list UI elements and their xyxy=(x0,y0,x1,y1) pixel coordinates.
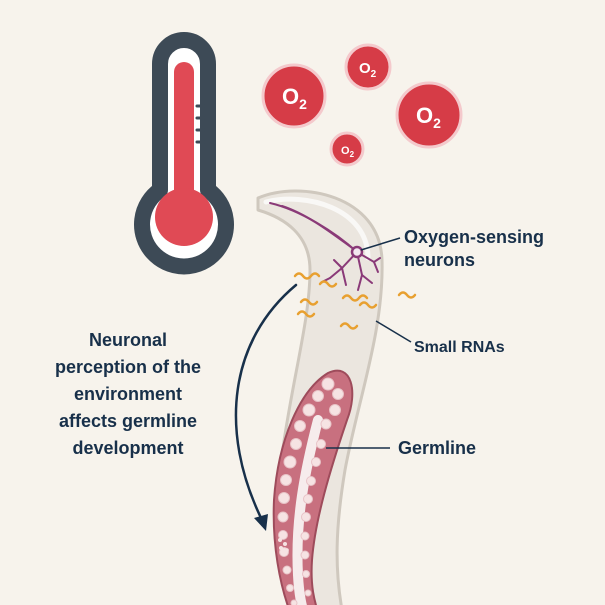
o2-bubble-text: O xyxy=(359,60,371,77)
small-rnas-label: Small RNAs xyxy=(414,339,505,356)
o2-bubble: O2 xyxy=(329,131,365,167)
o2-bubble-subscript: 2 xyxy=(299,96,307,112)
svg-text:O2: O2 xyxy=(416,103,441,131)
small-rna-squiggles xyxy=(293,272,417,330)
oxygen-sensing-leader xyxy=(360,237,401,251)
neuron-icon xyxy=(269,202,381,291)
thermometer-mercury xyxy=(174,62,194,202)
leader-lines xyxy=(326,237,412,449)
perception-arrow xyxy=(234,283,298,531)
thermometer-bulb xyxy=(155,188,213,246)
o2-bubble-text: O xyxy=(341,145,350,157)
svg-text:O2: O2 xyxy=(341,145,355,159)
thermometer-ticks xyxy=(195,104,206,144)
o2-bubble-subscript: 2 xyxy=(350,150,355,159)
thermometer-icon xyxy=(134,32,234,275)
o2-bubble: O2 xyxy=(344,43,392,91)
svg-text:O2: O2 xyxy=(282,84,307,112)
germline-label: Germline xyxy=(398,438,477,458)
svg-text:O2: O2 xyxy=(359,60,377,80)
o2-bubble: O2 xyxy=(395,81,463,149)
o2-bubble-text: O xyxy=(282,84,299,109)
o2-bubble-subscript: 2 xyxy=(433,115,441,131)
o2-bubble-subscript: 2 xyxy=(371,69,377,80)
germline-small-cells xyxy=(278,538,289,552)
o2-bubble: O2 xyxy=(261,63,327,129)
o2-bubble-text: O xyxy=(416,103,433,128)
oxygen-sensing-neurons-label: Oxygen-sensing neurons xyxy=(404,227,545,270)
neuronal-perception-caption: Neuronal perception of the environment a… xyxy=(54,330,201,458)
arrowhead-icon xyxy=(254,514,268,531)
germline-structure xyxy=(272,369,354,605)
small-rnas-leader xyxy=(375,320,412,343)
oxygen-molecules: O2 O2 O2 O2 xyxy=(261,43,463,167)
